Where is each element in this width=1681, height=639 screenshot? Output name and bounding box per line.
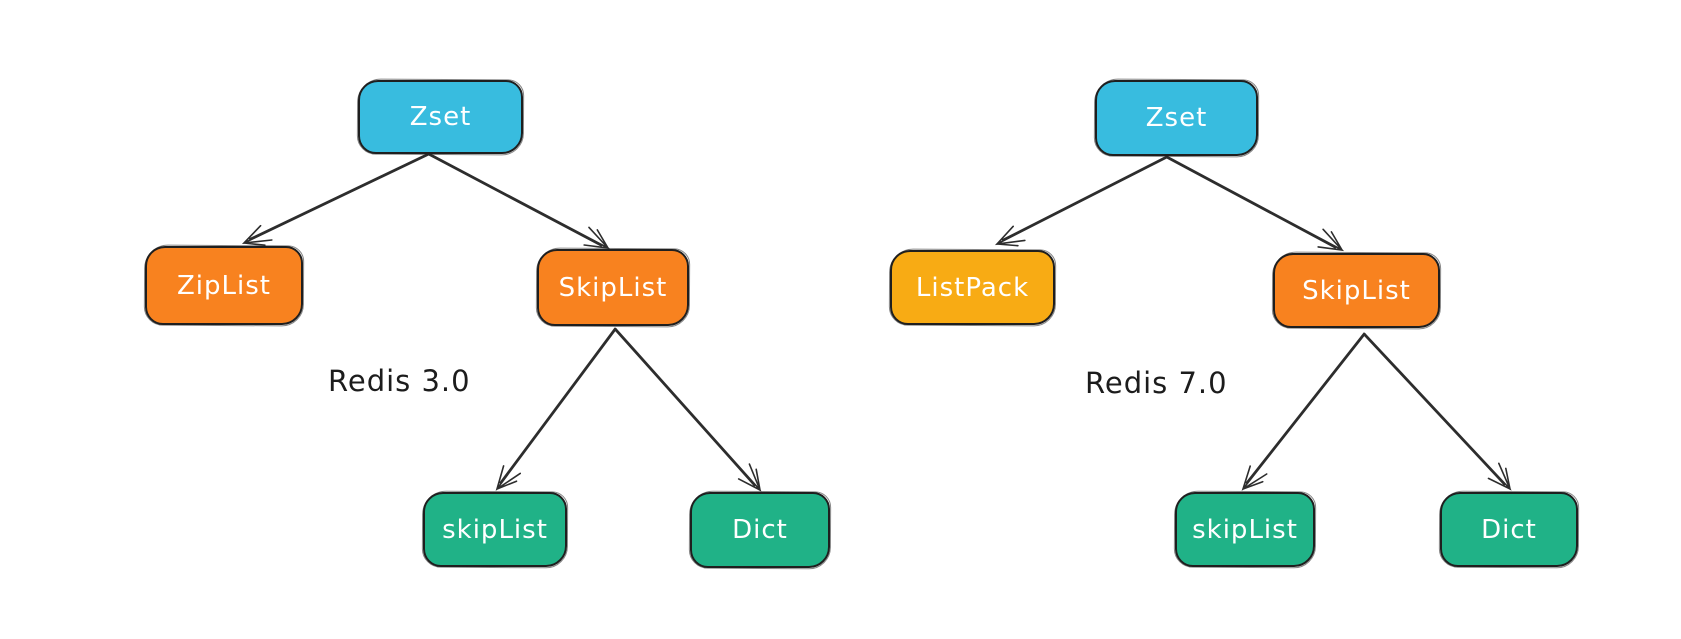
tree-edge-arrow [428,153,611,250]
tree-edge-arrow [1241,332,1366,491]
caption-redis-3: Redis 3.0 [328,364,471,398]
tree-edge-arrow [614,328,762,492]
tree-edge-arrow [1166,156,1345,252]
node-zset: Zset [358,80,523,154]
tree-edge-arrow [495,327,617,491]
caption-redis-7: Redis 7.0 [1085,366,1228,400]
node-ziplist: ZipList [145,246,303,325]
node-skiplist: SkipList [537,249,689,326]
node-listpack: ListPack [890,250,1055,325]
node-skiplist: SkipList [1273,253,1440,328]
node-dict: Dict [690,492,830,568]
node-skiplist-impl: skipList [423,492,567,567]
tree-edge-arrow [1363,333,1512,491]
tree-edge-arrow [994,155,1169,247]
tree-edge-arrow [241,152,431,246]
node-dict: Dict [1440,492,1578,567]
node-zset: Zset [1095,80,1258,156]
node-skiplist-impl: skipList [1175,492,1315,567]
